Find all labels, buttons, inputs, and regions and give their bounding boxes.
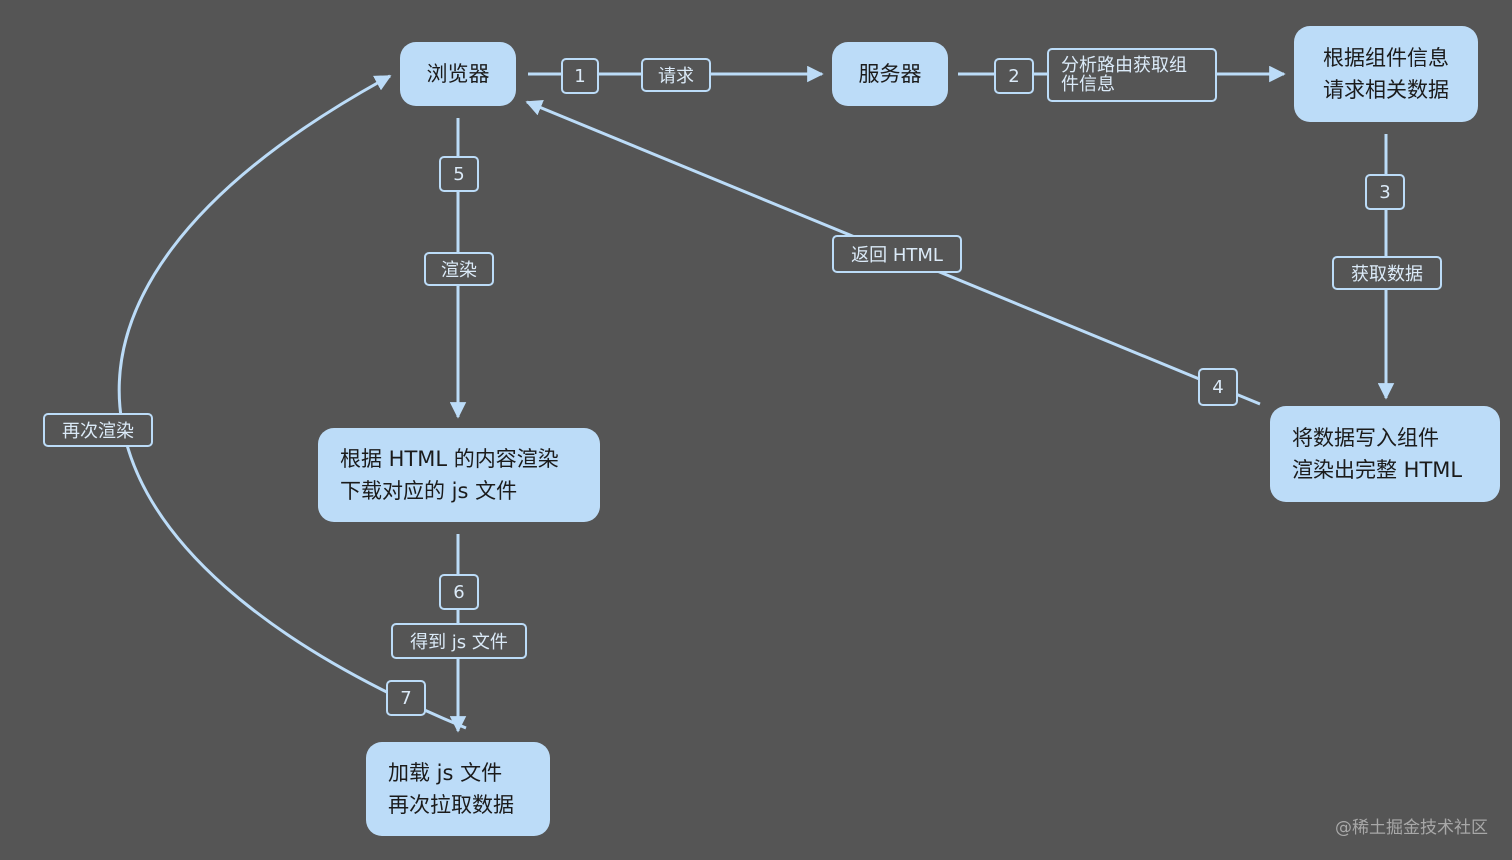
node-server: 服务器: [832, 42, 948, 106]
step-7-label-text: 再次渲染: [62, 421, 134, 442]
step-5-number-text: 5: [453, 163, 465, 185]
node-get-data: 根据组件信息 请求相关数据: [1294, 26, 1478, 122]
step-1-label: 请求: [641, 58, 711, 92]
step-5-label-text: 渲染: [441, 260, 477, 281]
node-render-html: 根据 HTML 的内容渲染 下载对应的 js 文件: [318, 428, 600, 522]
step-4-number-text: 4: [1212, 376, 1224, 398]
step-3-number-text: 3: [1379, 181, 1391, 203]
node-browser: 浏览器: [400, 42, 516, 106]
step-2-label-line2: 件信息: [1061, 74, 1115, 95]
step-7-label: 再次渲染: [43, 413, 153, 447]
step-4-label-text: 返回 HTML: [851, 245, 943, 266]
step-2-number: 2: [994, 58, 1034, 94]
step-3-number: 3: [1365, 174, 1405, 210]
step-7-number: 7: [386, 680, 426, 716]
step-1-number-text: 1: [574, 65, 586, 87]
step-4-label: 返回 HTML: [832, 235, 962, 273]
node-render-html-line1: 根据 HTML 的内容渲染: [340, 447, 559, 471]
node-render-html-line2: 下载对应的 js 文件: [340, 479, 518, 503]
node-load-js-line2: 再次拉取数据: [388, 793, 514, 817]
step-6-number: 6: [439, 574, 479, 610]
node-load-js: 加载 js 文件 再次拉取数据: [366, 742, 550, 836]
step-5-label: 渲染: [424, 252, 494, 286]
node-get-data-line1: 根据组件信息: [1323, 46, 1449, 70]
node-load-js-line1: 加载 js 文件: [388, 761, 503, 785]
node-write-data-line1: 将数据写入组件: [1292, 426, 1439, 450]
node-write-data: 将数据写入组件 渲染出完整 HTML: [1270, 406, 1500, 502]
node-server-label: 服务器: [858, 62, 922, 86]
step-2-number-text: 2: [1008, 65, 1020, 87]
node-write-data-line2: 渲染出完整 HTML: [1292, 458, 1463, 482]
step-2-label: 分析路由获取组 件信息: [1047, 48, 1217, 102]
node-get-data-line2: 请求相关数据: [1323, 78, 1449, 102]
step-1-label-text: 请求: [658, 66, 694, 87]
step-7-number-text: 7: [400, 687, 412, 709]
step-3-label-text: 获取数据: [1351, 264, 1423, 285]
step-6-number-text: 6: [453, 581, 465, 603]
node-browser-label: 浏览器: [426, 62, 490, 86]
step-2-label-line1: 分析路由获取组: [1061, 55, 1187, 76]
watermark: @稀土掘金技术社区: [1335, 818, 1488, 838]
step-6-label-text: 得到 js 文件: [410, 632, 508, 653]
step-6-label: 得到 js 文件: [391, 623, 527, 659]
step-4-number: 4: [1198, 368, 1238, 406]
step-5-number: 5: [439, 156, 479, 192]
step-1-number: 1: [561, 58, 599, 94]
step-3-label: 获取数据: [1332, 256, 1442, 290]
